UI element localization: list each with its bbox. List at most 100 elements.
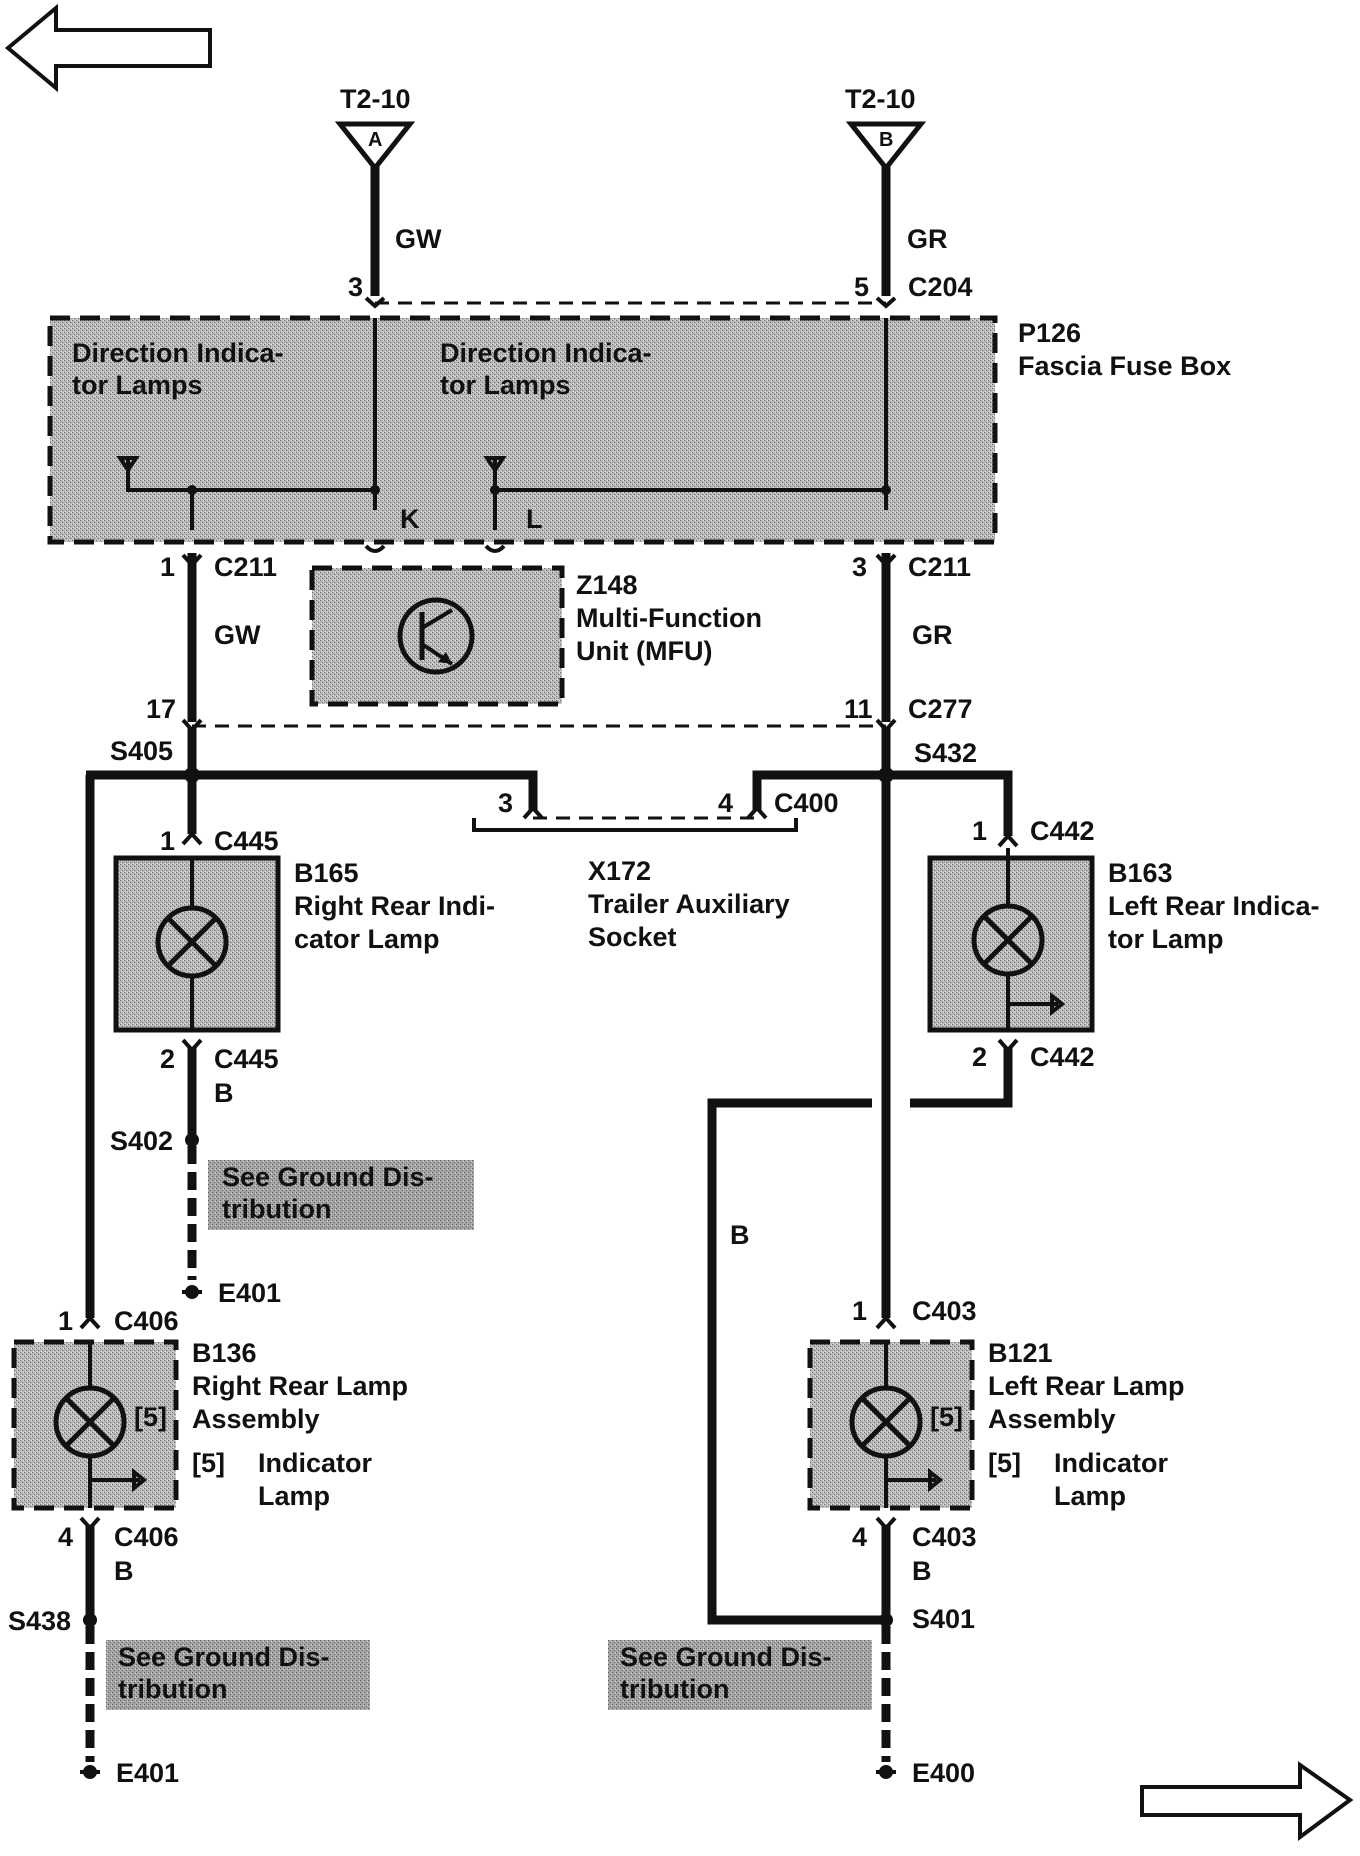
p126-inner-left-line2: tor Lamps — [72, 370, 203, 400]
wire-s405-to-c400 — [192, 770, 538, 810]
wire-label-b-c406: B — [114, 1556, 134, 1586]
b136-internal-ground — [90, 1467, 148, 1493]
b163-lamp-box — [927, 855, 1095, 1033]
previous-page-arrow-icon[interactable] — [4, 3, 212, 93]
bulb-icon — [53, 1385, 127, 1459]
bulb-icon-cross-2 — [982, 914, 1034, 966]
c442-bottom-pin: 2 — [972, 1042, 987, 1072]
bulb-icon — [155, 905, 229, 979]
bulb-icon-cross-2 — [166, 916, 218, 968]
ground-e401-bottom-label: E401 — [116, 1758, 179, 1788]
ground-note-left-bottom-box — [106, 1640, 370, 1710]
c403-top-pin-mark — [875, 1315, 897, 1330]
c211-left-pin: 1 — [160, 552, 175, 582]
transistor-icon — [397, 597, 475, 675]
c406-top-pin-mark — [79, 1315, 101, 1330]
x172-line1: Trailer Auxiliary — [588, 889, 790, 919]
p126-pin-l: L — [526, 504, 543, 534]
transistor-icon-collector — [420, 608, 454, 630]
c277-left-pin: 17 — [146, 694, 176, 724]
next-page-arrow-icon[interactable] — [1140, 1761, 1354, 1841]
ground-e400-label: E400 — [912, 1758, 975, 1788]
c445-top-pin: 1 — [160, 826, 175, 856]
ground-note-left-line1: See Ground Dis- — [222, 1162, 434, 1192]
feed-b-ref: T2-10 — [845, 84, 916, 114]
bulb-icon-cross-2 — [860, 1396, 912, 1448]
c211-right-pin-mark — [875, 553, 897, 568]
p126-pin-k-mark — [364, 544, 386, 553]
p126-name: Fascia Fuse Box — [1018, 351, 1231, 381]
c400-left-pin-mark — [522, 805, 544, 820]
splice-s432-label: S432 — [914, 738, 977, 768]
b121-line2: Assembly — [988, 1404, 1116, 1434]
feed-b-letter: B — [879, 129, 893, 151]
wire-c442-to-s401 — [910, 1048, 1013, 1108]
c445-top-label: C445 — [214, 826, 279, 856]
z148-mfu-box — [309, 565, 565, 707]
p126-junction-3 — [187, 485, 197, 495]
p126-inner-right-line1: Direction Indica- — [440, 338, 652, 368]
splice-s405-label: S405 — [110, 736, 173, 766]
p126-right-indicator-tick — [483, 456, 507, 474]
wire-label-gr-top: GR — [907, 224, 948, 254]
feed-a-ref: T2-10 — [340, 84, 411, 114]
p126-inner-right-line2: tor Lamps — [440, 370, 571, 400]
b136-legend-index: [5] — [192, 1448, 225, 1478]
c445-bottom-label: C445 — [214, 1044, 279, 1074]
splice-s402-dot — [185, 1133, 199, 1147]
z148-code: Z148 — [576, 570, 638, 600]
ground-note-left-line2: tribution — [222, 1194, 331, 1224]
p126-junction-1 — [370, 485, 380, 495]
b121-legend-line2: Lamp — [1054, 1481, 1126, 1511]
b136-line1: Right Rear Lamp — [192, 1371, 408, 1401]
splice-s438-label: S438 — [8, 1606, 71, 1636]
ground-e401-mid-label: E401 — [218, 1278, 281, 1308]
p126-code: P126 — [1018, 318, 1081, 348]
bulb-icon — [849, 1385, 923, 1459]
c277-right-pin: 11 — [844, 694, 873, 724]
wire-label-b-c403: B — [912, 1556, 932, 1586]
x172-line2: Socket — [588, 922, 677, 952]
feed-a-letter: A — [368, 129, 382, 151]
wire-label-b-c445: B — [214, 1078, 234, 1108]
ground-note-right-bottom-box — [608, 1640, 872, 1710]
splice-s401-dot — [879, 1613, 893, 1627]
c445-top-pin-mark — [181, 831, 203, 846]
c400-right-pin: 4 — [718, 788, 733, 818]
b165-code: B165 — [294, 858, 359, 888]
c403-top-label: C403 — [912, 1296, 977, 1326]
c400-left-pin: 3 — [498, 788, 513, 818]
z148-line2: Unit (MFU) — [576, 636, 712, 666]
splice-s401-label: S401 — [912, 1604, 975, 1634]
x172-socket-bracket — [472, 818, 798, 832]
b163-code: B163 — [1108, 858, 1173, 888]
b163-line1: Left Rear Indica- — [1108, 891, 1320, 921]
splice-s402-label: S402 — [110, 1126, 173, 1156]
ground-icon — [83, 1765, 97, 1779]
c204-right-pin-mark — [875, 296, 897, 309]
c406-top-label: C406 — [114, 1306, 179, 1336]
wire-label-b-right-long: B — [730, 1220, 750, 1250]
c204-left-pin: 3 — [348, 272, 363, 302]
wire-label-gw-mid: GW — [214, 620, 261, 650]
ground-note-right-bottom-line1: See Ground Dis- — [620, 1642, 832, 1672]
b163-line2: tor Lamp — [1108, 924, 1224, 954]
ground-icon — [185, 1285, 199, 1299]
z148-line1: Multi-Function — [576, 603, 762, 633]
splice-s438-dot — [83, 1613, 97, 1627]
wire-b-long-to-s401 — [707, 1098, 886, 1625]
c406-bottom-label: C406 — [114, 1522, 179, 1552]
b165-line1: Right Rear Indi- — [294, 891, 495, 921]
c442-bottom-label: C442 — [1030, 1042, 1095, 1072]
c442-top-pin: 1 — [972, 816, 987, 846]
ground-note-left-bottom-line1: See Ground Dis- — [118, 1642, 330, 1672]
ground-note-left-box — [208, 1160, 474, 1230]
c400-right-pin-mark — [746, 805, 768, 820]
b121-line1: Left Rear Lamp — [988, 1371, 1185, 1401]
b121-internal-ground — [886, 1467, 944, 1493]
b136-legend-line1: Indicator — [258, 1448, 373, 1478]
c211-left-pin-mark — [181, 553, 203, 568]
c204-right-pin: 5 — [854, 272, 869, 302]
wire-s432-to-c400 — [752, 770, 886, 810]
p126-junction-2 — [881, 485, 891, 495]
